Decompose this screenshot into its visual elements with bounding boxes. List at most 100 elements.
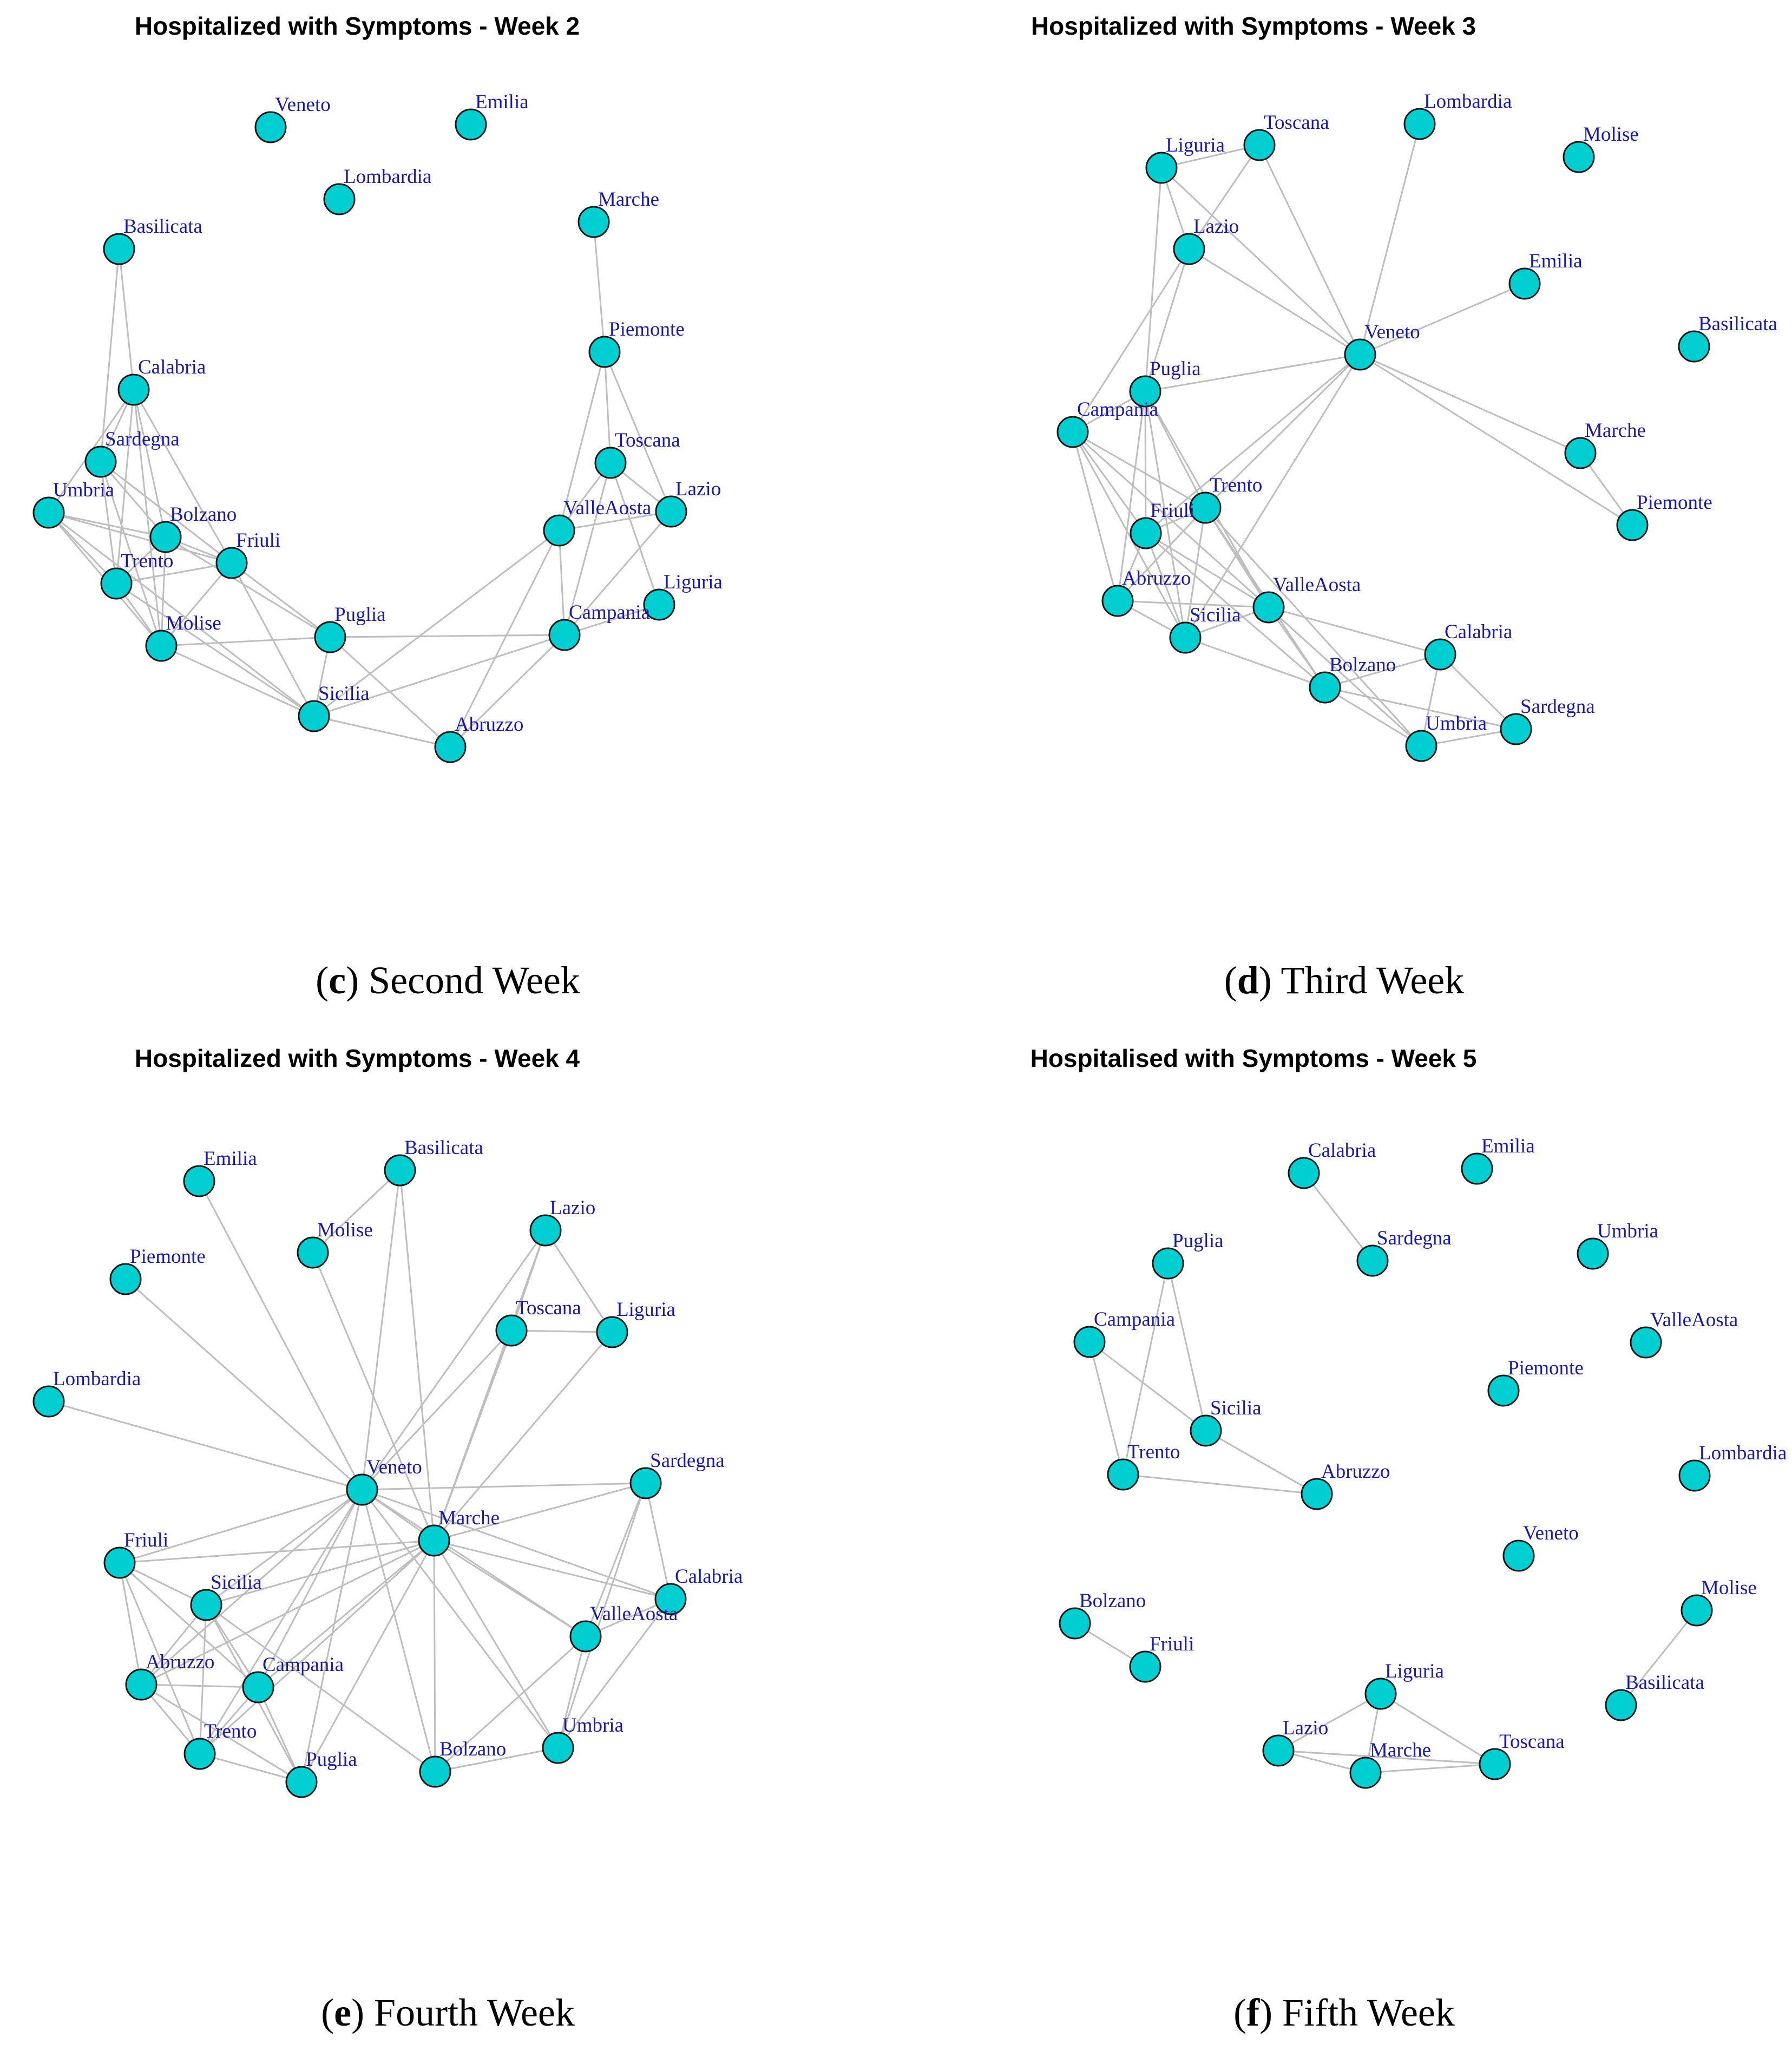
node-sardegna[interactable]	[1500, 713, 1532, 745]
node-veneto[interactable]	[1502, 1539, 1535, 1572]
node-toscana[interactable]	[1479, 1748, 1511, 1780]
node-bolzano[interactable]	[419, 1755, 451, 1788]
node-sicilia[interactable]	[1190, 1414, 1222, 1447]
node-sardegna[interactable]	[629, 1467, 662, 1499]
node-piemonte[interactable]	[109, 1263, 142, 1295]
node-friuli[interactable]	[1129, 1650, 1161, 1683]
node-umbria[interactable]	[32, 496, 65, 529]
panel-title: Hospitalised with Symptoms - Week 5	[1030, 1044, 1477, 1072]
edge-molise-basilicata	[1620, 1610, 1698, 1706]
node-lombardia[interactable]	[1403, 108, 1436, 140]
node-valleaosta[interactable]	[1630, 1326, 1662, 1359]
node-calabria[interactable]	[1288, 1157, 1320, 1189]
node-sardegna[interactable]	[1356, 1244, 1389, 1277]
node-liguria[interactable]	[1145, 152, 1178, 184]
node-campania[interactable]	[548, 619, 581, 651]
node-trento[interactable]	[183, 1738, 216, 1770]
node-label-liguria: Liguria	[664, 571, 723, 593]
node-umbria[interactable]	[1405, 730, 1437, 762]
panel-caption: (d) Third Week	[1224, 959, 1465, 1002]
node-umbria[interactable]	[542, 1732, 574, 1764]
node-abruzzo[interactable]	[1101, 585, 1134, 617]
node-emilia[interactable]	[1461, 1152, 1493, 1185]
node-marche[interactable]	[418, 1524, 450, 1557]
node-calabria[interactable]	[1424, 638, 1456, 671]
node-lombardia[interactable]	[323, 183, 356, 215]
node-toscana[interactable]	[594, 447, 627, 479]
node-bolzano[interactable]	[1059, 1607, 1091, 1640]
node-sardegna[interactable]	[84, 445, 117, 478]
node-friuli[interactable]	[103, 1547, 136, 1579]
edge-puglia-abruzzo	[1117, 391, 1146, 601]
node-trento[interactable]	[1107, 1458, 1139, 1491]
node-marche[interactable]	[1349, 1757, 1382, 1789]
node-puglia[interactable]	[1152, 1247, 1184, 1280]
node-campania[interactable]	[1056, 416, 1089, 448]
node-calabria[interactable]	[117, 374, 150, 406]
node-lazio[interactable]	[655, 495, 687, 528]
node-marche[interactable]	[1564, 437, 1597, 469]
node-basilicata[interactable]	[384, 1154, 416, 1187]
node-valleaosta[interactable]	[1252, 591, 1285, 624]
node-valleaosta[interactable]	[569, 1620, 602, 1653]
node-piemonte[interactable]	[588, 336, 621, 368]
node-calabria[interactable]	[654, 1583, 687, 1615]
node-friuli[interactable]	[1130, 517, 1162, 549]
node-umbria[interactable]	[1577, 1237, 1609, 1270]
node-lazio[interactable]	[1173, 233, 1205, 265]
node-puglia[interactable]	[314, 621, 346, 653]
node-lombardia[interactable]	[32, 1385, 65, 1418]
node-label-liguria: Liguria	[1385, 1660, 1444, 1682]
node-campania[interactable]	[1073, 1326, 1106, 1358]
node-trento[interactable]	[1189, 492, 1222, 524]
node-bolzano[interactable]	[1309, 671, 1341, 704]
edge-puglia-abruzzo	[329, 636, 451, 748]
node-abruzzo[interactable]	[434, 731, 467, 763]
node-puglia[interactable]	[1129, 375, 1161, 408]
node-puglia[interactable]	[285, 1766, 318, 1798]
node-molise[interactable]	[1563, 141, 1595, 173]
node-toscana[interactable]	[1243, 129, 1276, 161]
node-liguria[interactable]	[1364, 1678, 1397, 1710]
node-marche[interactable]	[577, 206, 610, 238]
node-emilia[interactable]	[455, 108, 487, 141]
node-trento[interactable]	[100, 567, 133, 600]
edge-veneto-umbria	[361, 1489, 559, 1748]
node-liguria[interactable]	[596, 1316, 628, 1348]
node-label-basilicata: Basilicata	[123, 215, 202, 238]
node-lazio[interactable]	[1262, 1734, 1295, 1767]
node-liguria[interactable]	[643, 588, 675, 621]
node-abruzzo[interactable]	[125, 1668, 157, 1701]
node-label-abruzzo: Abruzzo	[146, 1651, 214, 1673]
node-bolzano[interactable]	[149, 521, 182, 553]
node-sicilia[interactable]	[298, 700, 330, 732]
node-sicilia[interactable]	[190, 1589, 222, 1621]
node-basilicata[interactable]	[103, 233, 135, 265]
edge-campania-puglia	[257, 1687, 303, 1783]
node-molise[interactable]	[1681, 1594, 1713, 1627]
node-friuli[interactable]	[215, 547, 248, 579]
node-valleaosta[interactable]	[543, 514, 575, 547]
node-emilia[interactable]	[1508, 267, 1541, 300]
node-piemonte[interactable]	[1616, 509, 1649, 541]
node-label-valleaosta: ValleAosta	[1273, 574, 1361, 596]
node-campania[interactable]	[242, 1671, 274, 1703]
node-basilicata[interactable]	[1605, 1689, 1637, 1721]
node-emilia[interactable]	[183, 1165, 215, 1197]
node-veneto[interactable]	[346, 1473, 378, 1506]
node-toscana[interactable]	[495, 1314, 528, 1347]
node-veneto[interactable]	[254, 111, 287, 143]
node-veneto[interactable]	[1344, 338, 1376, 371]
node-abruzzo[interactable]	[1301, 1478, 1333, 1510]
node-lombardia[interactable]	[1678, 1459, 1711, 1492]
node-piemonte[interactable]	[1487, 1374, 1520, 1407]
edge-calabria-sardegna	[1439, 653, 1517, 730]
node-sicilia[interactable]	[1169, 621, 1202, 654]
node-basilicata[interactable]	[1678, 330, 1710, 363]
edge-calabria-bolzano	[133, 389, 167, 538]
node-molise[interactable]	[297, 1236, 329, 1269]
node-molise[interactable]	[145, 630, 178, 662]
node-lazio[interactable]	[529, 1214, 562, 1247]
